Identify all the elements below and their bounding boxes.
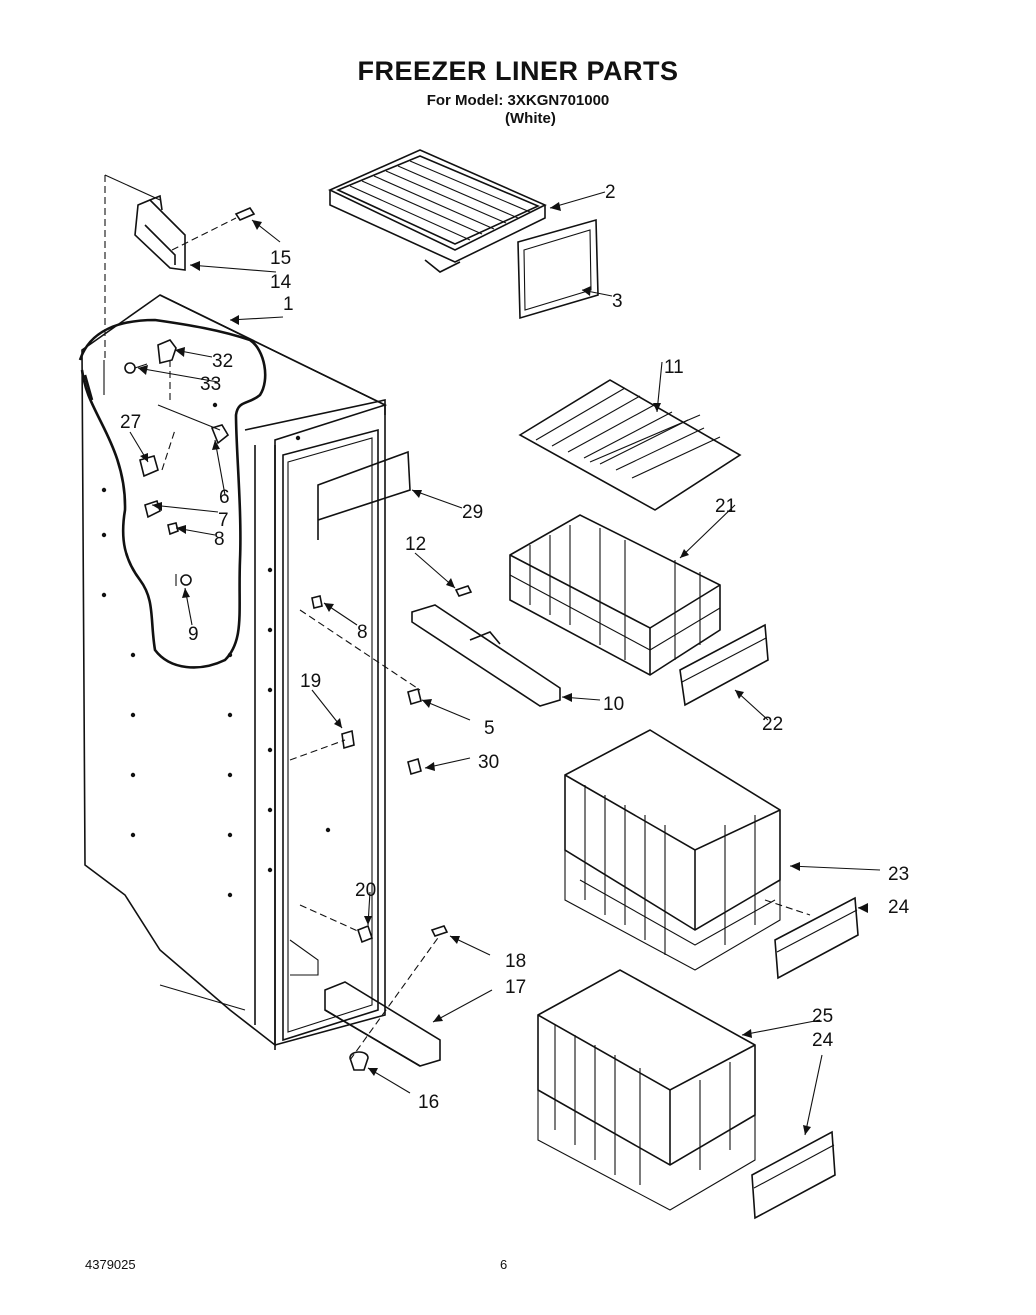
callout-10: 10 xyxy=(603,694,624,715)
callout-9: 9 xyxy=(188,624,199,645)
page-number: 6 xyxy=(500,1257,508,1272)
liner-fasteners-drawing xyxy=(289,595,422,944)
callout-25: 25 xyxy=(812,1006,833,1027)
panel-drawing xyxy=(317,450,411,540)
callout-16: 16 xyxy=(418,1092,439,1113)
callout-24a: 24 xyxy=(888,897,910,918)
callout-15: 15 xyxy=(270,248,291,269)
color-line: (White) xyxy=(505,110,556,127)
callout-17: 17 xyxy=(505,977,526,998)
callout-30: 30 xyxy=(478,752,499,773)
freezer-liner-drawing xyxy=(78,294,388,1050)
page-title: FREEZER LINER PARTS xyxy=(357,56,679,86)
callout-23: 23 xyxy=(888,864,909,885)
callout-5: 5 xyxy=(484,718,495,739)
callout-27: 27 xyxy=(120,412,141,433)
basket-medium-drawing xyxy=(564,729,859,980)
rail-drawing xyxy=(411,585,561,707)
callout-19: 19 xyxy=(300,671,321,692)
callout-3: 3 xyxy=(612,291,623,312)
callout-8b: 8 xyxy=(357,622,368,643)
callout-29: 29 xyxy=(462,502,483,523)
drawer-front-drawing xyxy=(324,925,449,1071)
callout-24b: 24 xyxy=(812,1030,834,1051)
leader-arrowheads xyxy=(138,202,868,1135)
callout-14: 14 xyxy=(270,272,292,293)
shelf-drawing xyxy=(328,149,599,320)
wire-shelf-drawing xyxy=(518,379,742,511)
bracket-drawing xyxy=(134,194,256,271)
basket-large-drawing xyxy=(537,969,836,1220)
callout-2: 2 xyxy=(605,182,616,203)
callout-22: 22 xyxy=(762,714,783,735)
callout-6: 6 xyxy=(219,487,230,508)
callout-18: 18 xyxy=(505,951,526,972)
callout-8a: 8 xyxy=(214,529,225,550)
callout-11: 11 xyxy=(664,357,684,378)
callout-labels: 1 2 3 5 6 7 8 8 9 10 11 12 14 15 16 17 1… xyxy=(120,182,910,1113)
callout-20: 20 xyxy=(355,880,376,901)
callout-33: 33 xyxy=(200,374,221,395)
callout-7: 7 xyxy=(218,510,229,531)
callout-32: 32 xyxy=(212,351,233,372)
callout-21: 21 xyxy=(715,496,736,517)
callout-12: 12 xyxy=(405,534,426,555)
control-parts-drawing xyxy=(83,174,230,586)
basket-small-drawing xyxy=(509,514,769,707)
callout-1: 1 xyxy=(283,294,294,315)
model-line: For Model: 3XKGN701000 xyxy=(426,92,610,109)
document-number: 4379025 xyxy=(85,1257,136,1272)
